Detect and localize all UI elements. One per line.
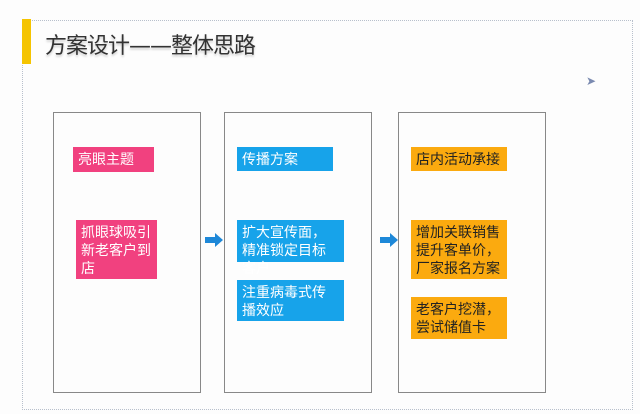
tag-viral-effect: 注重病毒式传播效应	[237, 280, 344, 321]
arrow-right-icon	[380, 233, 398, 247]
column-store-activity	[398, 112, 546, 393]
tag-eye-catching-theme: 亮眼主题	[73, 147, 154, 172]
mouse-cursor-icon: ➤	[586, 74, 597, 88]
tag-store-activity: 店内活动承接	[411, 147, 507, 171]
column-promotion	[224, 112, 372, 393]
tag-promotion-plan: 传播方案	[237, 147, 333, 171]
tag-expand-promotion: 扩大宣传面，精准锁定目标客户	[237, 220, 344, 277]
slide-frame	[22, 20, 633, 410]
tag-attract-customers: 抓眼球吸引新老客户到店	[76, 220, 157, 279]
column-theme	[53, 112, 201, 393]
arrow-right-icon	[205, 233, 223, 247]
slide-title: 方案设计——整体思路	[45, 34, 256, 59]
tag-old-customer: 老客户挖潜，尝试储值卡	[411, 297, 507, 339]
tag-related-sales: 增加关联销售提升客单价，厂家报名方案	[411, 220, 507, 279]
title-accent-bar	[22, 19, 31, 64]
